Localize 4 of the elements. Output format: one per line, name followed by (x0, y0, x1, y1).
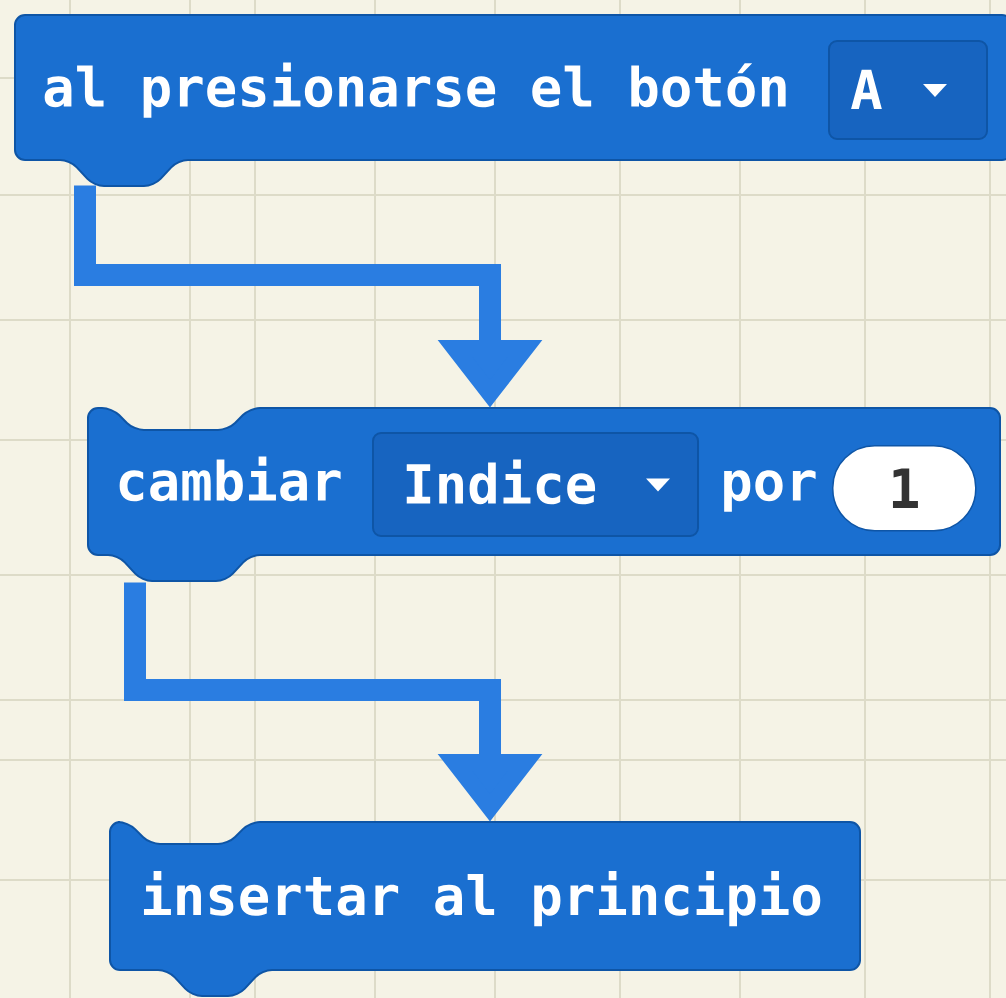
number-field: 1 (832, 445, 977, 532)
code-block: insertar al principio (109, 821, 861, 997)
dropdown-field: A (828, 40, 988, 140)
dropdown-field: Indice (372, 432, 699, 537)
